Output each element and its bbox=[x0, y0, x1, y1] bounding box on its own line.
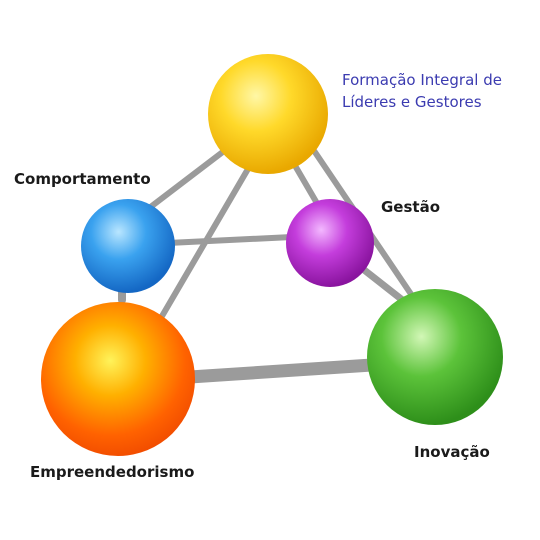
sphere-empreendedorismo bbox=[41, 302, 195, 456]
label-gestao: Gestão bbox=[381, 198, 440, 216]
label-comportamento: Comportamento bbox=[14, 170, 151, 188]
label-inovacao: Inovação bbox=[414, 443, 490, 461]
sphere-inovacao bbox=[367, 289, 503, 425]
diagram-title-line-1: Formação Integral de bbox=[342, 71, 502, 89]
sphere-top bbox=[208, 54, 328, 174]
label-empreendedorismo: Empreendedorismo bbox=[30, 463, 194, 481]
diagram-title-line-2: Líderes e Gestores bbox=[342, 93, 482, 111]
rod-comportamento-gestao bbox=[165, 234, 295, 246]
sphere-comportamento bbox=[81, 199, 175, 293]
rod-empreendedorismo-inovacao bbox=[183, 358, 379, 384]
rod-top-empreendedorismo bbox=[155, 142, 265, 326]
sphere-gestao bbox=[286, 199, 374, 287]
